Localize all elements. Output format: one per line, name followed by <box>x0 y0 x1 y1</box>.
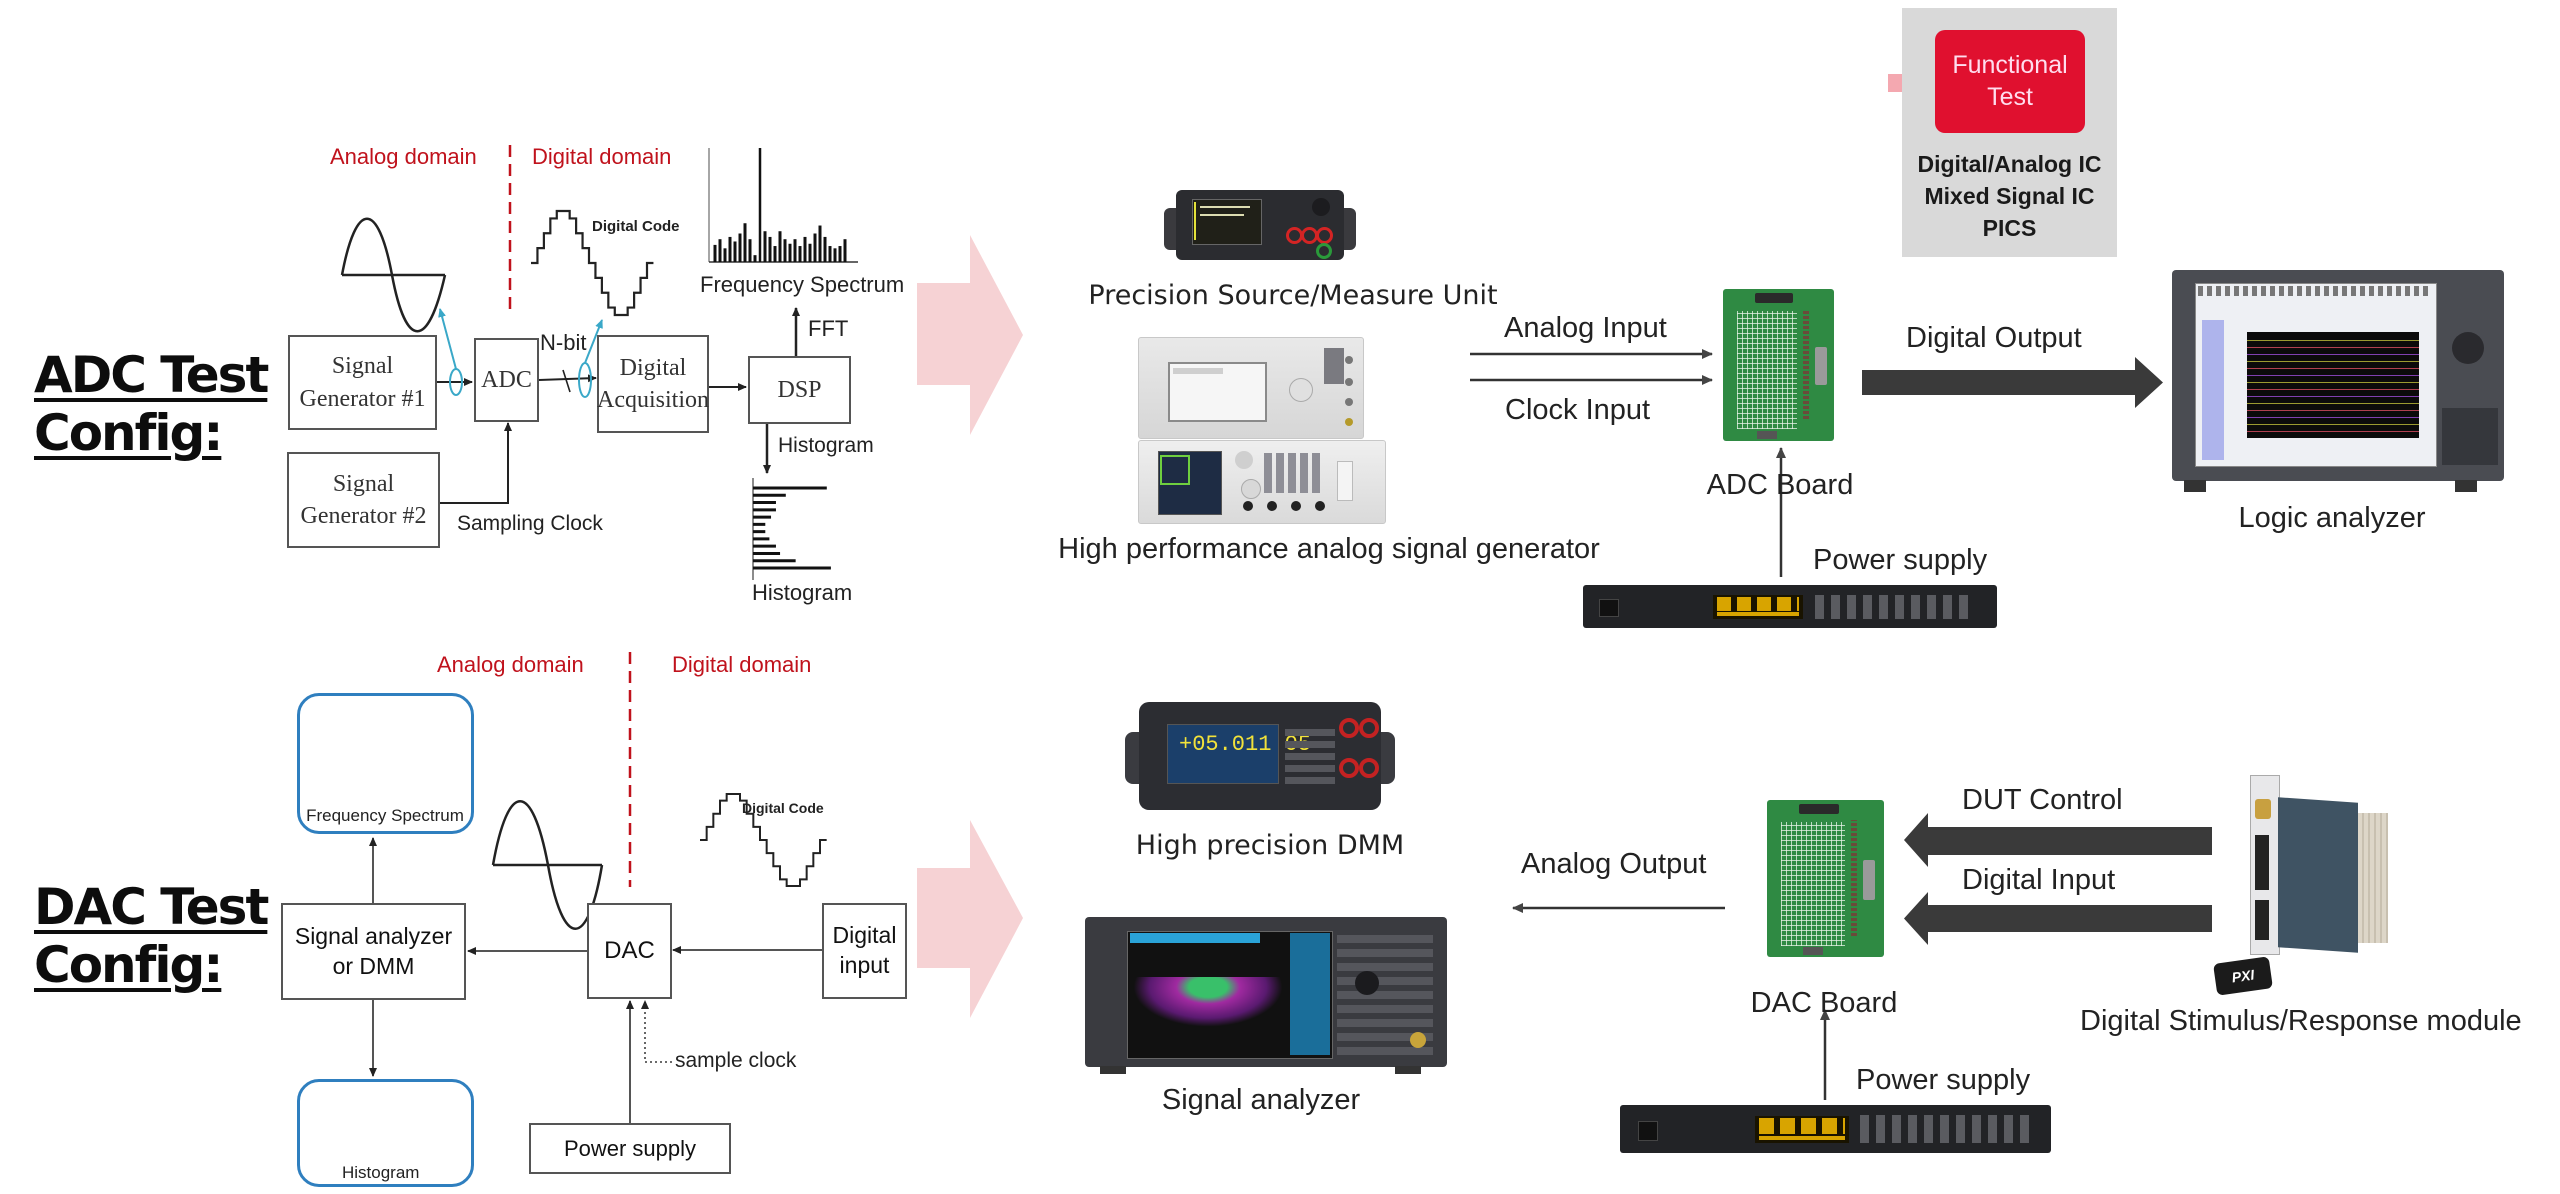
dsp-box: DSP <box>748 356 851 424</box>
logic-analyzer-label: Logic analyzer <box>2238 502 2426 534</box>
analog-domain-label-adc: Analog domain <box>330 144 477 169</box>
digital-output-label: Digital Output <box>1906 322 2082 354</box>
analog-signal-generator-lower-image <box>1138 440 1386 524</box>
dut-control-label: DUT Control <box>1962 784 2123 816</box>
frequency-spectrum-panel-dac <box>297 693 474 834</box>
adc-section-title-line2: Config: <box>34 404 223 462</box>
histogram-plot-adc <box>752 478 831 580</box>
digital-code-label-dac: Digital Code <box>742 800 824 816</box>
pxi-badge-text: PXI <box>2230 966 2256 986</box>
digital-input-arrow <box>1904 892 2212 945</box>
frequency-spectrum-plot-adc <box>708 148 858 263</box>
power-supply-label-adc: Power supply <box>1813 544 1988 576</box>
digital-input-line2: input <box>839 952 890 978</box>
smu-instrument-image <box>1164 190 1356 267</box>
signal-analyzer-label: Signal analyzer <box>1161 1084 1361 1116</box>
stimulus-module-label: Digital Stimulus/Response module <box>2080 1005 2522 1037</box>
power-supply-image-dac <box>1620 1105 2051 1153</box>
digital-acquisition-line2: Acquisition <box>597 387 709 413</box>
digital-input-box: Digital input <box>822 903 907 999</box>
frequency-spectrum-label-adc: Frequency Spectrum <box>700 272 905 297</box>
histogram-panel-dac <box>297 1079 474 1187</box>
histogram-label-dac: Histogram <box>342 1163 420 1182</box>
power-supply-label-dac: Power supply <box>1856 1064 2031 1096</box>
dmm-instrument-image: +05.011 05 <box>1125 702 1395 815</box>
functional-test-line-mixed: Mixed Signal IC <box>1924 183 2095 209</box>
clock-input-label: Clock Input <box>1505 394 1651 426</box>
sampling-clock-label: Sampling Clock <box>457 512 603 535</box>
functional-test-badge-line1: Functional <box>1952 51 2068 80</box>
n-bit-label: N-bit <box>540 330 587 355</box>
dac-section-title-line2: Config: <box>34 936 223 994</box>
dac-section-title-line1: DAC Test <box>34 878 269 936</box>
histogram-arrow-label: Histogram <box>778 434 874 457</box>
dac-board-image <box>1767 800 1884 957</box>
digital-domain-label-adc: Digital domain <box>532 144 672 169</box>
histogram-label-adc: Histogram <box>752 580 853 605</box>
functional-test-line-pics: PICS <box>1982 215 2037 241</box>
signal-analyzer-foot-right <box>1395 1066 1421 1074</box>
signal-analyzer-or-dmm-box: Signal analyzer or DMM <box>281 903 466 1000</box>
pxi-handle: PXI <box>2213 956 2273 996</box>
logic-analyzer-foot-left <box>2184 480 2206 492</box>
analog-domain-label-dac: Analog domain <box>437 652 584 677</box>
signal-analyzer-line2: or DMM <box>332 952 415 979</box>
digital-acquisition-line1: Digital <box>619 354 687 381</box>
analog-signal-generator-upper-image <box>1138 337 1364 439</box>
functional-test-line-ic: Digital/Analog IC <box>1917 151 2102 177</box>
signal-generator-1-line1: Signal <box>331 353 394 380</box>
analog-input-label: Analog Input <box>1504 312 1667 344</box>
pxi-stimulus-module-image: PXI <box>2213 775 2395 996</box>
frequency-spectrum-label-dac: Frequency Spectrum <box>306 805 543 828</box>
adc-board-label: ADC Board <box>1706 469 1854 501</box>
smu-label: Precision Source/Measure Unit <box>1088 280 1498 311</box>
pink-flow-arrow-dac <box>917 820 1023 1018</box>
power-supply-box-dac-diagram: Power supply <box>529 1123 731 1174</box>
signal-generator-label: High performance analog signal generator <box>1058 533 1600 565</box>
digital-code-label-adc: Digital Code <box>592 218 680 235</box>
signal-generator-2-line1: Signal <box>332 470 395 497</box>
dac-box-label: DAC <box>604 937 655 964</box>
digital-output-arrow <box>1862 357 2163 408</box>
signal-analyzer-image <box>1085 917 1447 1067</box>
adc-section-title-line1: ADC Test <box>34 346 269 404</box>
dac-board-label: DAC Board <box>1750 987 1898 1019</box>
logic-analyzer-image <box>2172 270 2504 481</box>
adc-board-image <box>1723 289 1834 441</box>
pink-flow-arrow-adc <box>917 235 1023 435</box>
adc-box-label: ADC <box>481 366 532 393</box>
signal-generator-1-line2: Generator #1 <box>299 385 426 412</box>
digital-input-line1: Digital <box>832 922 897 949</box>
functional-test-badge-line2: Test <box>1987 82 2033 111</box>
analog-output-label: Analog Output <box>1521 848 1707 880</box>
logic-analyzer-foot-right <box>2455 480 2477 492</box>
digital-code-wave-adc <box>531 209 654 317</box>
frequency-spectrum-label-dac-text: Frequency Spectrum <box>306 806 464 825</box>
signal-analyzer-foot-left <box>1100 1066 1126 1074</box>
dac-box: DAC <box>587 903 672 999</box>
power-supply-image-adc <box>1583 585 1997 628</box>
fft-label: FFT <box>808 316 849 341</box>
dsp-box-label: DSP <box>777 376 822 403</box>
signal-analyzer-line1: Signal analyzer <box>294 922 453 949</box>
digital-domain-label-dac: Digital domain <box>672 652 812 677</box>
dmm-label: High precision DMM <box>1135 830 1405 861</box>
adc-box: ADC <box>474 338 539 422</box>
digital-code-wave-dac <box>700 793 827 887</box>
dut-control-arrow <box>1904 813 2212 867</box>
signal-generator-2-line2: Generator #2 <box>300 503 427 529</box>
sample-clock-label: sample clock <box>675 1049 797 1072</box>
power-supply-box-label: Power supply <box>563 1135 697 1161</box>
digital-input-label: Digital Input <box>1962 864 2116 896</box>
